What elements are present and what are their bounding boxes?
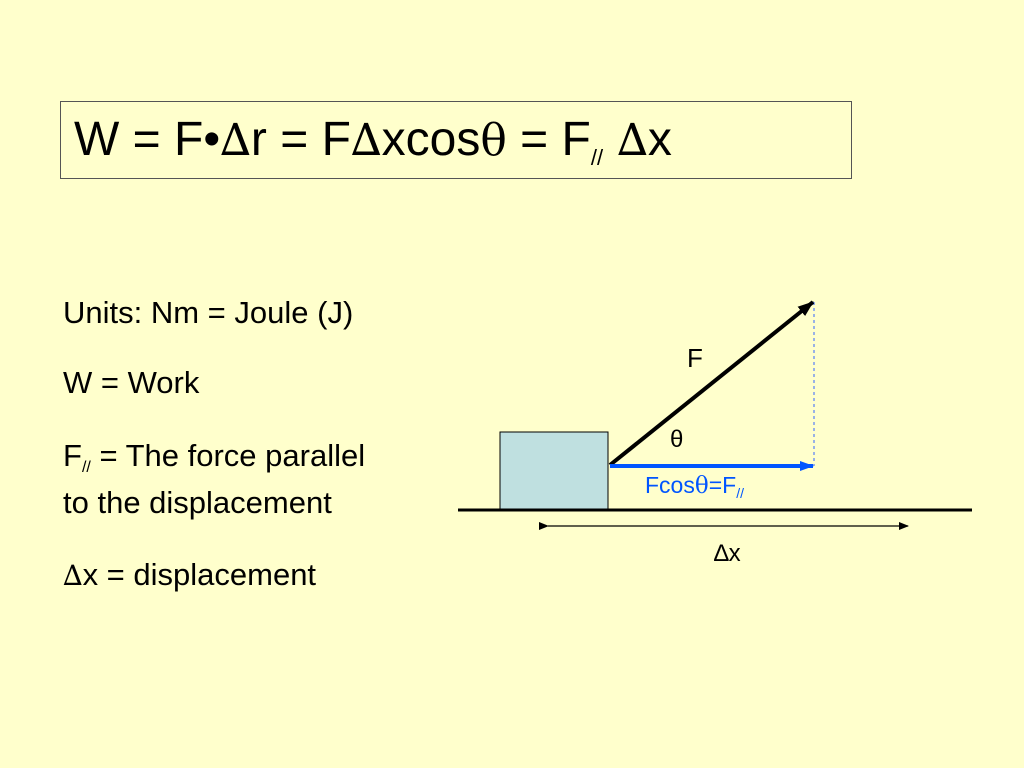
parallel-force-text: = The force parallel [90,438,366,473]
block [499,431,609,510]
parallel-force-subscript: // [81,459,91,476]
formula-delta-2: ∆ [350,115,382,166]
formula-parallel-subscript: // [590,145,604,170]
work-definition: W = Work [63,365,200,400]
force-vector [608,300,815,467]
component-label-prefix: Fcos [645,472,695,498]
angle-label: θ [670,426,684,453]
formula-part-1: W = F• [74,113,221,166]
displacement-label: ∆x [714,540,741,567]
force-label: F [687,343,703,373]
formula-delta-1: ∆ [220,115,251,166]
displacement-delta: ∆ [63,559,83,592]
formula-theta: θ [480,115,507,166]
displacement-definition: ∆x = displacement [63,556,316,595]
parallel-force-definition-line-2: to the displacement [63,485,332,520]
component-label: Fcosθ=F// [645,472,744,501]
formula-part-3: xcos [381,113,481,166]
component-label-theta: θ [694,473,709,499]
formula-part-5: x [647,113,672,166]
formula-box [60,101,852,179]
formula-delta-3: ∆ [603,115,648,166]
parallel-force-definition: F// = The force parallel [63,437,365,487]
formula-part-4: = F [506,113,591,166]
component-label-subscript: // [736,485,744,501]
formula-part-2: r = F [250,113,351,166]
displacement-text: x = displacement [82,557,317,592]
work-formula: W = F•∆r = F∆xcosθ = F// ∆x [74,110,672,188]
units-line: Units: Nm = Joule (J) [63,295,354,330]
component-label-mid: =F [708,472,737,498]
parallel-force-symbol: F [63,438,82,473]
